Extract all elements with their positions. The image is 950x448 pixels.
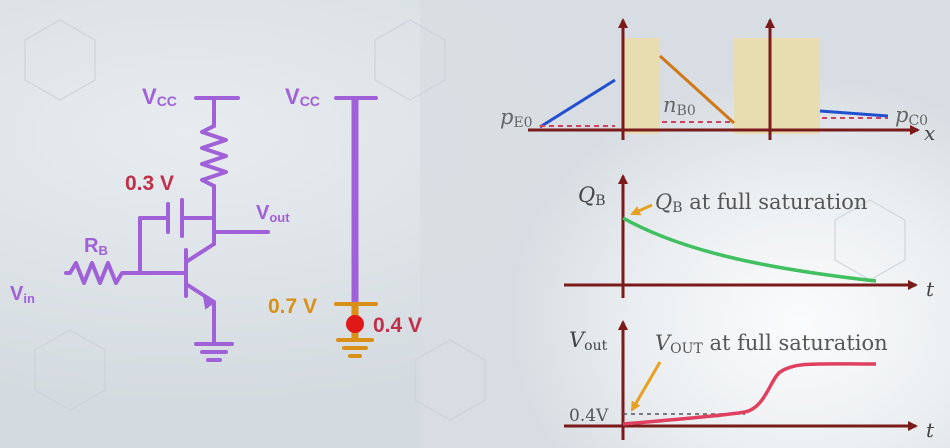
qb-annotation: QB at full saturation (655, 190, 867, 216)
vout-rise-curve (622, 362, 877, 426)
collector-minority-line (819, 109, 889, 118)
qb-plot (564, 174, 918, 298)
clamp-voltage-label: 0.3 V (125, 172, 174, 195)
collector-resistor (200, 124, 228, 188)
level-vcc-label: VCC (285, 84, 320, 109)
vin-label: Vin (10, 283, 35, 306)
x-axis-label: x (924, 121, 935, 145)
base-minority-line (658, 54, 736, 125)
qb-y-label: QB (578, 183, 606, 209)
vout-level-label: 0.4V (569, 406, 609, 426)
vout-plot (564, 320, 918, 440)
voltage-level-diagram (334, 96, 378, 358)
level-07-label: 0.7 V (268, 295, 317, 318)
depletion-region-bc (734, 38, 820, 134)
level-04-label: 0.4 V (373, 314, 422, 337)
nb0-label: nB0 (663, 93, 696, 119)
background-hexagons (24, 19, 906, 421)
vout-annotation: VOUT at full saturation (655, 331, 888, 357)
qb-decay-curve (622, 216, 877, 283)
transistor-circuit (64, 96, 270, 362)
transistor-collector (184, 242, 216, 264)
vcc-label: VCC (142, 84, 177, 109)
emitter-arrow-icon (202, 294, 216, 310)
level-operating-point (346, 315, 364, 333)
depletion-region-eb (623, 38, 660, 134)
vout-label: Vout (256, 202, 290, 225)
carrier-profile-plot (528, 18, 920, 140)
vout-t-label: t (926, 418, 935, 442)
pe0-label: pE0 (500, 105, 533, 131)
background-glow (420, 0, 950, 448)
pc0-label: pC0 (895, 103, 928, 129)
emitter-minority-line (539, 78, 616, 129)
vout-annotation-arrow (630, 361, 662, 412)
base-resistor (64, 261, 134, 285)
qb-t-label: t (926, 277, 935, 301)
rb-label: RB (84, 235, 108, 258)
vout-y-label: Vout (569, 328, 608, 354)
qb-annotation-arrow (630, 203, 653, 216)
